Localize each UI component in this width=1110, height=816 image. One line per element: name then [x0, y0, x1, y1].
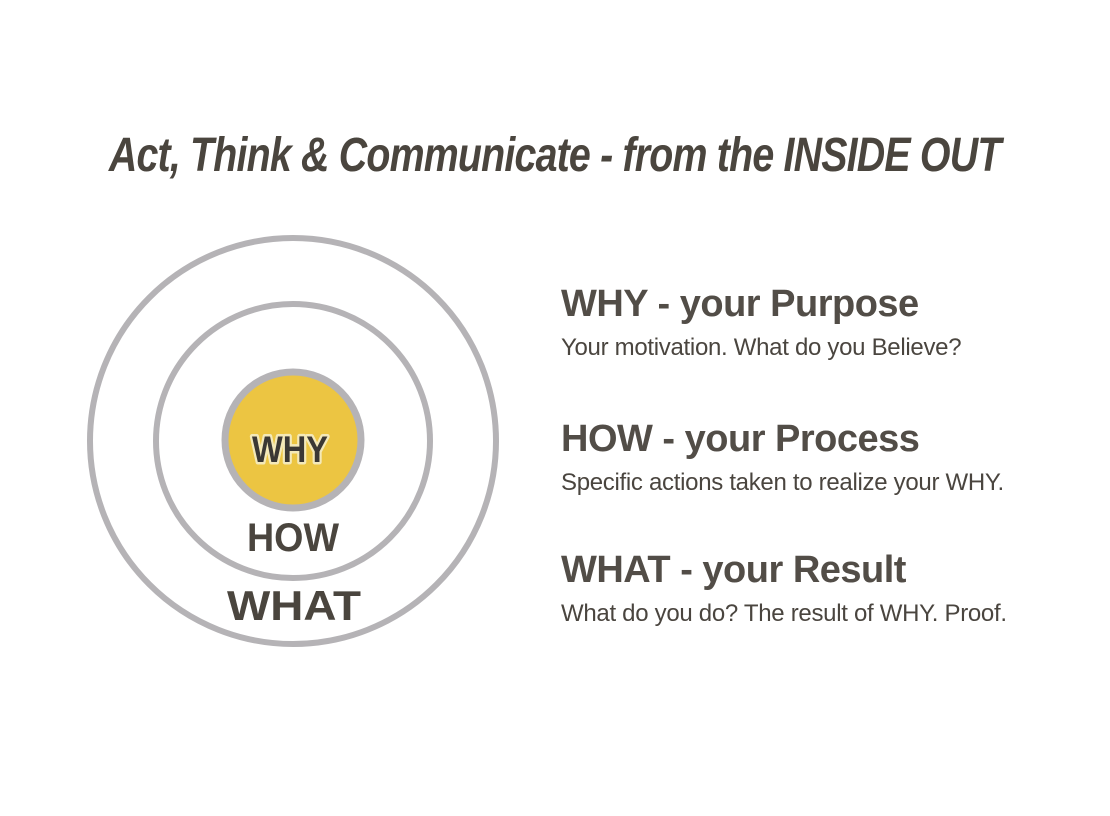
why-heading: WHY - your Purpose [561, 283, 919, 325]
how-ring-label: HOW [247, 516, 339, 560]
why-description: Your motivation. What do you Believe? [561, 334, 962, 361]
slide-title: Act, Think & Communicate - from the INSI… [109, 129, 1002, 182]
what-description: What do you do? The result of WHY. Proof… [561, 600, 1007, 627]
legend-section-why: WHY - your Purpose Your motivation. What… [561, 283, 1081, 363]
legend-section-what: WHAT - your Result What do you do? The r… [561, 549, 1081, 629]
how-description: Specific actions taken to realize your W… [561, 469, 1004, 496]
how-heading: HOW - your Process [561, 418, 920, 460]
what-ring-label: WHAT [227, 582, 361, 629]
why-circle-label: WHY [252, 429, 328, 470]
golden-circle-diagram: WHY HOW WHAT [87, 235, 499, 647]
what-heading: WHAT - your Result [561, 549, 906, 591]
legend-section-how: HOW - your Process Specific actions take… [561, 418, 1081, 498]
how-ring-circle [153, 301, 433, 581]
slide-title-wrap: Act, Think & Communicate - from the INSI… [0, 128, 1110, 184]
what-ring-circle [87, 235, 499, 647]
why-circle [221, 368, 365, 512]
